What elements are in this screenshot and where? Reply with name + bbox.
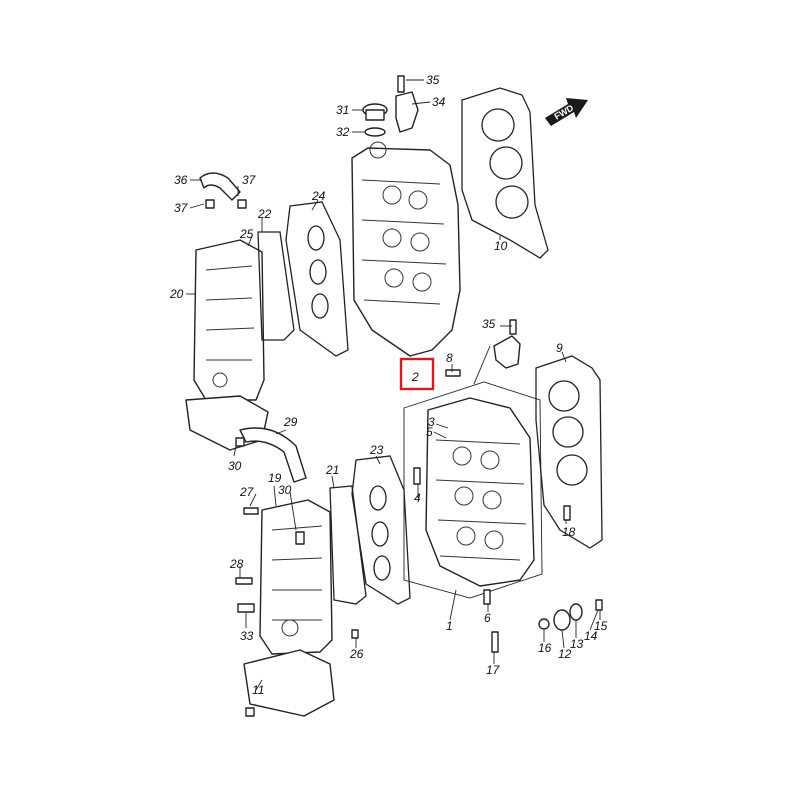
callout-label: 21	[325, 463, 339, 477]
callout-label: 4	[414, 491, 421, 505]
callout-label: 36	[174, 173, 188, 187]
callout-label: 32	[336, 125, 350, 139]
head-gasket-9	[535, 355, 603, 549]
breather-hose-upper	[199, 172, 241, 201]
callout-label: 35	[482, 317, 496, 331]
callout-label: 37	[242, 173, 257, 187]
callout-label: 19	[268, 471, 282, 485]
callout-label: 1	[446, 619, 453, 633]
lifting-bracket-lower	[493, 319, 521, 369]
exhaust-cover-upper	[185, 395, 269, 451]
callout-label: 17	[486, 663, 501, 677]
cover-gasket-24	[285, 201, 349, 357]
callout-label: 16	[538, 641, 552, 655]
water-hose-29	[239, 427, 307, 483]
callout-label: 28	[229, 557, 244, 571]
callout-labels: 35 34 31 32 36 37 37 24 22 25 20 10 35 9…	[169, 73, 608, 697]
callout-label: 6	[484, 611, 491, 625]
cylinder-head-lower	[425, 397, 535, 587]
head-gasket-10	[461, 87, 549, 259]
callout-label: 20	[169, 287, 184, 301]
callout-label: 35	[426, 73, 440, 87]
callout-label: 15	[594, 619, 608, 633]
callout-label: 11	[252, 683, 264, 697]
callout-label: 26	[349, 647, 364, 661]
callout-label: 37	[174, 201, 189, 215]
callout-label: 30	[278, 483, 292, 497]
callout-label-highlighted: 2	[411, 370, 419, 384]
callout-label: 10	[494, 239, 508, 253]
callout-label: 27	[239, 485, 255, 499]
callout-label: 30	[228, 459, 242, 473]
callout-label: 9	[556, 341, 563, 355]
highlight-box	[399, 357, 435, 391]
leader-lines	[186, 79, 601, 691]
lifting-bracket-top	[395, 75, 419, 133]
callout-label: 5	[426, 425, 433, 439]
callout-label: 3	[428, 415, 435, 429]
callout-label: 18	[562, 525, 576, 539]
head-cover-upper	[193, 239, 265, 401]
callout-label: 23	[369, 443, 384, 457]
cylinder-head-upper	[351, 141, 461, 357]
callout-label: 31	[336, 103, 349, 117]
callout-label: 12	[558, 647, 572, 661]
bolts-and-fittings	[205, 199, 603, 717]
head-cover-lower	[259, 499, 333, 655]
oil-filler-cap	[362, 103, 388, 137]
cover-gasket-21	[329, 485, 367, 605]
callout-label: 22	[257, 207, 272, 221]
callout-label: 13	[570, 637, 584, 651]
callout-label: 34	[432, 95, 446, 109]
exhaust-cover-lower	[243, 649, 335, 717]
cylinder-head-lower-frame	[403, 381, 543, 599]
cover-gasket-23	[351, 455, 411, 605]
fwd-arrow-icon: FWD	[545, 98, 588, 126]
callout-label: 14	[584, 629, 598, 643]
cover-gasket-22	[257, 231, 295, 341]
callout-label: 8	[446, 351, 453, 365]
callout-label: 25	[239, 227, 254, 241]
callout-label: 33	[240, 629, 254, 643]
callout-label: 29	[283, 415, 298, 429]
callout-label: 24	[311, 189, 326, 203]
